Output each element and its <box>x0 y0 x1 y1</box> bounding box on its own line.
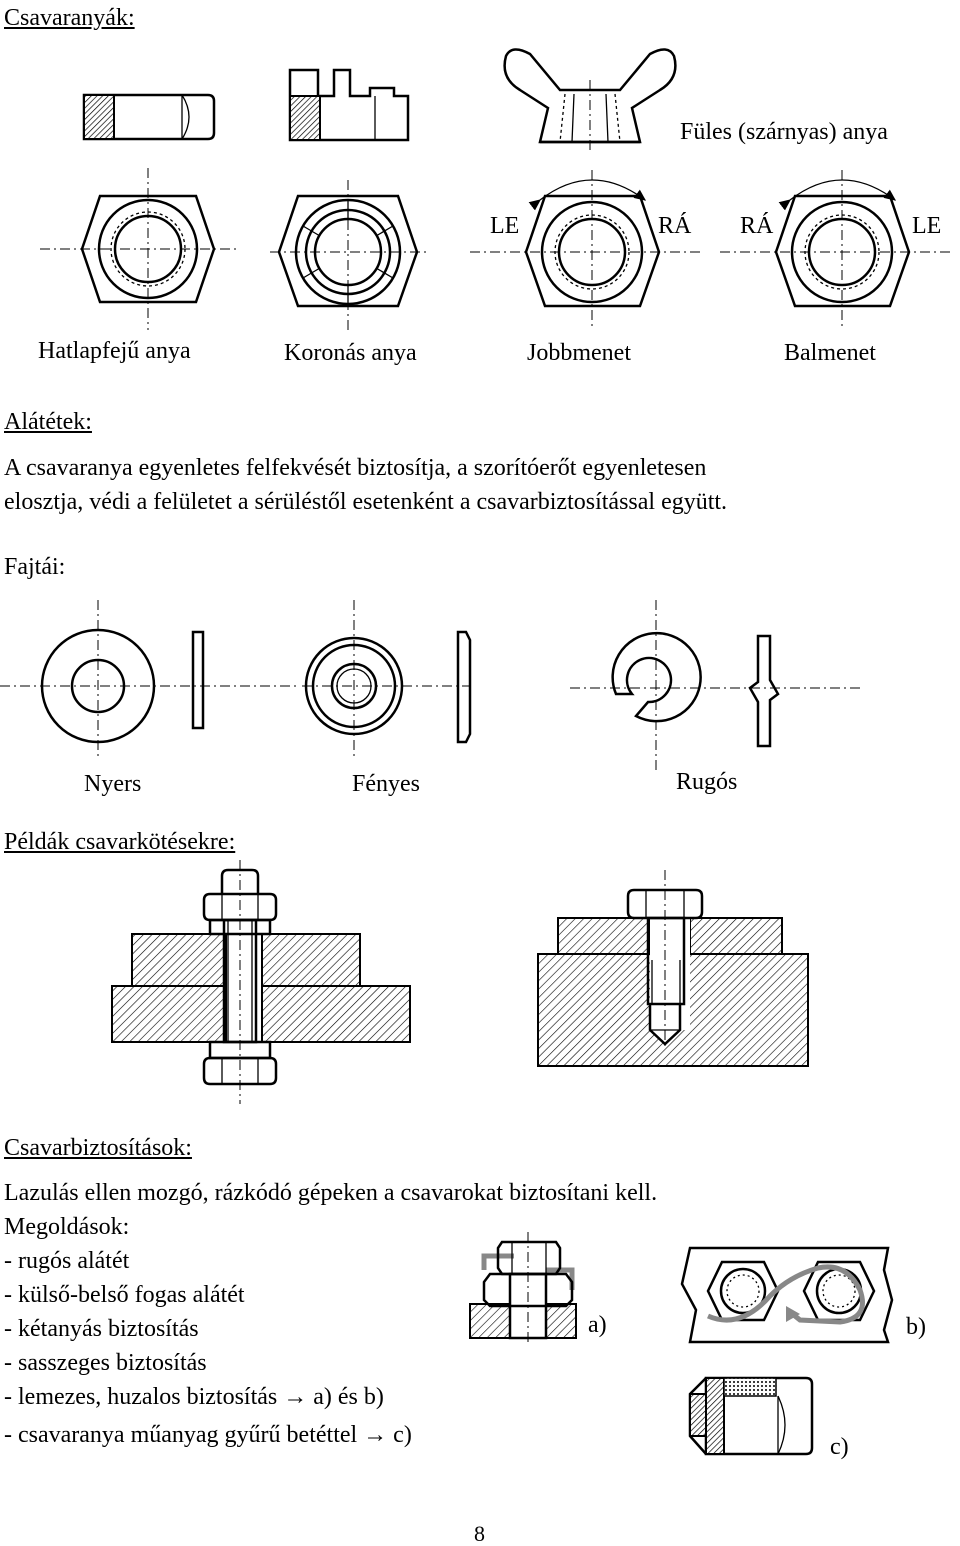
examples-heading: Példák csavarkötésekre: <box>4 829 236 855</box>
washers-heading: Alátétek: <box>4 409 92 435</box>
washers-description-line-1: A csavaranya egyenletes felfekvését bizt… <box>4 455 707 481</box>
arrow-label-ra-2: RÁ <box>740 213 774 239</box>
locking-fig-a-double-nut <box>469 1232 577 1344</box>
arrow-label-le-2: LE <box>912 213 942 239</box>
screw-blind-hole-joint <box>537 870 809 1067</box>
castle-nut-side-view <box>288 68 410 142</box>
locking-fig-b-wire <box>680 1246 894 1344</box>
locking-fig-c-nylon-insert-nut <box>688 1376 814 1456</box>
wing-nut-label: Füles (szárnyas) anya <box>680 119 888 145</box>
castle-nut-top-view <box>270 180 430 330</box>
hex-nut-side-view <box>82 93 216 141</box>
wing-nut <box>503 48 677 150</box>
washer-type-plain: Nyers <box>84 771 142 797</box>
arrow-label-ra-1: RÁ <box>658 213 692 239</box>
arrow-label-le-1: LE <box>490 213 520 239</box>
right-hand-label: Jobbmenet <box>527 340 631 366</box>
plain-washer-side <box>191 630 205 730</box>
washers-description-line-2: elosztja, védi a felületet a sérüléstől … <box>4 489 728 515</box>
spring-washer-front <box>570 600 860 770</box>
bright-washer-side <box>456 630 472 744</box>
figure-label-b: b) <box>906 1314 926 1340</box>
hex-nut-top-view <box>40 168 238 330</box>
page-number: 8 <box>474 1521 485 1546</box>
washer-type-bright: Fényes <box>352 771 420 797</box>
solution-item: - külső-belső fogas alátét <box>4 1282 245 1308</box>
figure-label-a: a) <box>588 1312 607 1338</box>
solutions-label: Megoldások: <box>4 1214 130 1240</box>
figure-label-c: c) <box>830 1434 849 1460</box>
bolt-nut-joint <box>111 860 411 1104</box>
spring-washer-side <box>748 634 780 748</box>
washer-type-spring: Rugós <box>676 769 738 795</box>
left-hand-label: Balmenet <box>784 340 876 366</box>
solution-item: - kétanyás biztosítás <box>4 1316 199 1342</box>
washer-types-label: Fajtái: <box>4 554 66 580</box>
solution-item: - csavaranya műanyag gyűrű betéttel → c) <box>4 1422 412 1448</box>
bright-washer-front <box>302 600 470 760</box>
solution-item: - lemezes, huzalos biztosítás → a) és b) <box>4 1384 384 1410</box>
castle-nut-label: Koronás anya <box>284 340 417 366</box>
left-hand-thread-drawing <box>720 170 950 330</box>
locking-intro: Lazulás ellen mozgó, rázkódó gépeken a c… <box>4 1180 658 1206</box>
nuts-heading: Csavaranyák: <box>4 5 135 31</box>
solution-item: - sasszeges biztosítás <box>4 1350 207 1376</box>
locking-heading: Csavarbiztosítások: <box>4 1135 192 1161</box>
solution-item: - rugós alátét <box>4 1248 130 1274</box>
plain-washer-front <box>0 600 300 760</box>
right-hand-thread-drawing <box>470 170 700 330</box>
hex-nut-label: Hatlapfejű anya <box>38 338 191 364</box>
